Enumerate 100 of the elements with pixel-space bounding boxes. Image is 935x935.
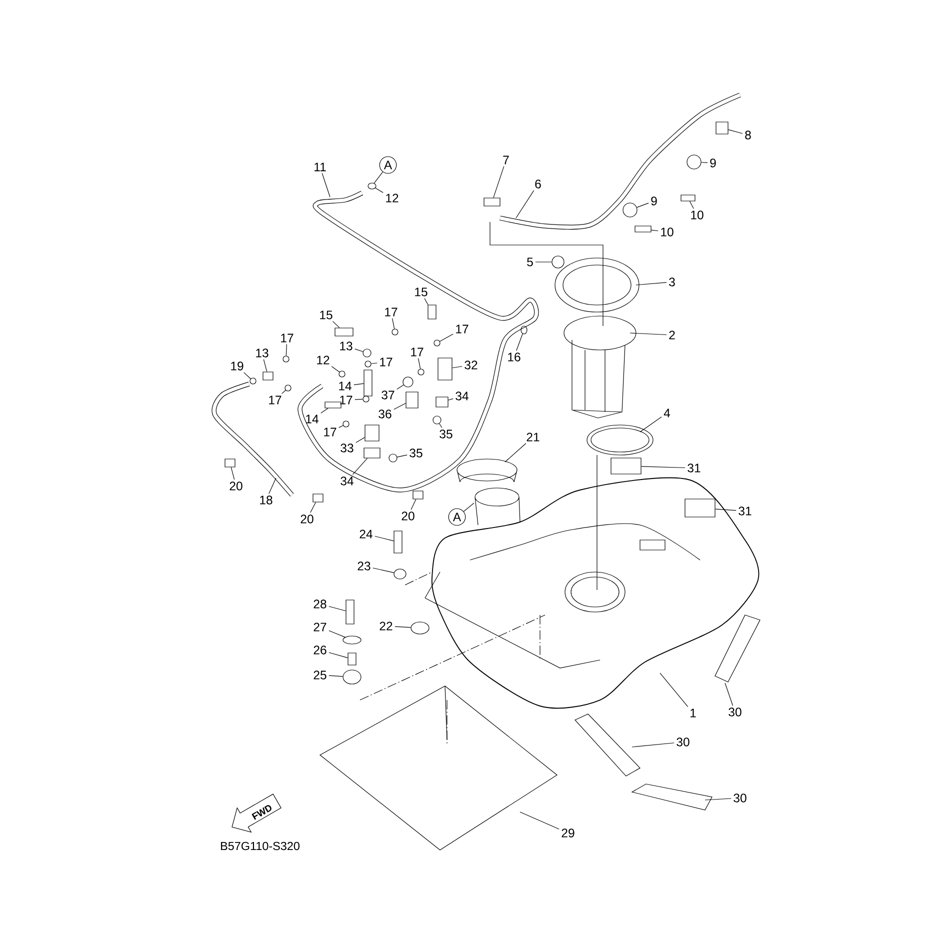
callout-number: 27 <box>314 622 326 632</box>
callout-number: 21 <box>526 432 540 442</box>
part-drawing <box>312 494 324 502</box>
callout-number: 17 <box>340 396 352 404</box>
reference-mark: A <box>448 508 466 526</box>
callout-number: 31 <box>738 506 752 516</box>
part-drawing <box>610 458 642 474</box>
part-drawing <box>364 424 380 442</box>
callout-number: 34 <box>340 476 354 486</box>
part-drawing <box>436 396 448 408</box>
leader-line <box>328 652 348 658</box>
callout-number: 9 <box>710 158 716 168</box>
callout-number: 14 <box>339 382 352 390</box>
leader-line <box>651 230 658 232</box>
callout-number: 30 <box>676 738 690 746</box>
leader-line <box>310 502 316 513</box>
callout-number: 3 <box>669 278 675 286</box>
leader-line <box>520 812 560 830</box>
callout-number: 4 <box>664 408 670 418</box>
part-drawing <box>680 194 696 202</box>
part-drawing <box>686 154 702 170</box>
part-drawing <box>392 328 398 336</box>
callout-number: 33 <box>340 444 354 452</box>
leader-line <box>282 390 286 394</box>
callout-number: 30 <box>734 794 746 802</box>
part-drawing <box>684 498 716 518</box>
callout-number: 25 <box>314 670 326 680</box>
part-drawing <box>388 454 398 462</box>
leader-line <box>493 166 504 198</box>
leader-line <box>332 321 340 328</box>
callout-number: 36 <box>378 410 392 418</box>
part-drawing <box>346 600 354 624</box>
callout-number: 20 <box>402 512 414 520</box>
callout-number: 17 <box>380 358 392 366</box>
callout-number: 15 <box>415 288 428 296</box>
leader-line <box>724 682 734 706</box>
leader-line <box>636 202 649 208</box>
callout-number: 6 <box>535 180 541 188</box>
leader-line <box>424 298 428 305</box>
leader-line <box>320 408 328 414</box>
callout-number: 13 <box>256 348 268 358</box>
callout-number: 17 <box>269 396 282 404</box>
leader-line <box>375 188 384 193</box>
callout-number: 35 <box>440 430 452 438</box>
leader-line <box>338 425 344 428</box>
leader-line <box>263 359 268 372</box>
leader-line <box>331 366 340 372</box>
leader-line <box>630 332 667 336</box>
part-drawing <box>224 458 236 468</box>
leader-line <box>392 318 395 330</box>
leader-line <box>354 398 363 400</box>
callout-number: 26 <box>314 646 326 654</box>
leader-line <box>244 372 251 380</box>
part-drawing <box>362 348 372 358</box>
part-drawing <box>334 328 354 336</box>
part-drawing <box>282 356 290 362</box>
part-drawing <box>364 448 380 458</box>
leader-line <box>396 384 404 390</box>
callout-number: 9 <box>651 196 657 206</box>
part-drawing <box>262 372 274 380</box>
callout-number: 17 <box>385 308 398 316</box>
leader-line <box>660 672 688 708</box>
callout-number: 18 <box>260 496 272 504</box>
leader-line <box>640 416 662 432</box>
callout-number: 17 <box>281 334 294 342</box>
part-drawing <box>716 122 728 134</box>
part-drawing <box>342 636 362 644</box>
callout-number: 20 <box>300 514 314 524</box>
callout-number: 7 <box>503 156 509 164</box>
callout-number: 32 <box>464 360 478 370</box>
part-drawing <box>410 622 430 634</box>
part-drawing <box>484 198 500 206</box>
part-drawing <box>438 358 452 380</box>
drawing-code: B57G110-S320 <box>221 842 300 850</box>
leader-line <box>463 502 474 512</box>
leader-line <box>230 467 235 480</box>
leader-line <box>452 366 462 368</box>
part-drawing <box>402 376 414 388</box>
callout-number: 16 <box>508 352 520 362</box>
part-drawing <box>634 226 652 232</box>
leader-line <box>370 362 378 364</box>
callout-number: 17 <box>324 428 336 436</box>
leader-line <box>516 334 523 351</box>
leader-line <box>704 798 732 800</box>
callout-number: 19 <box>231 362 244 370</box>
leader-line <box>354 348 364 352</box>
part-drawing <box>394 530 402 554</box>
callout-number: 30 <box>728 708 742 716</box>
callout-number: 8 <box>745 130 751 140</box>
reference-mark: A <box>379 156 397 174</box>
leader-line <box>372 568 394 573</box>
callout-number: 29 <box>562 828 574 838</box>
callout-number: 24 <box>360 530 372 538</box>
callout-number: 10 <box>691 210 704 220</box>
part-drawing <box>348 652 356 666</box>
part-drawing <box>368 182 376 190</box>
leader-line <box>352 458 368 475</box>
leader-line <box>354 383 364 386</box>
callout-number: 34 <box>456 392 468 400</box>
leader-line <box>440 334 454 342</box>
